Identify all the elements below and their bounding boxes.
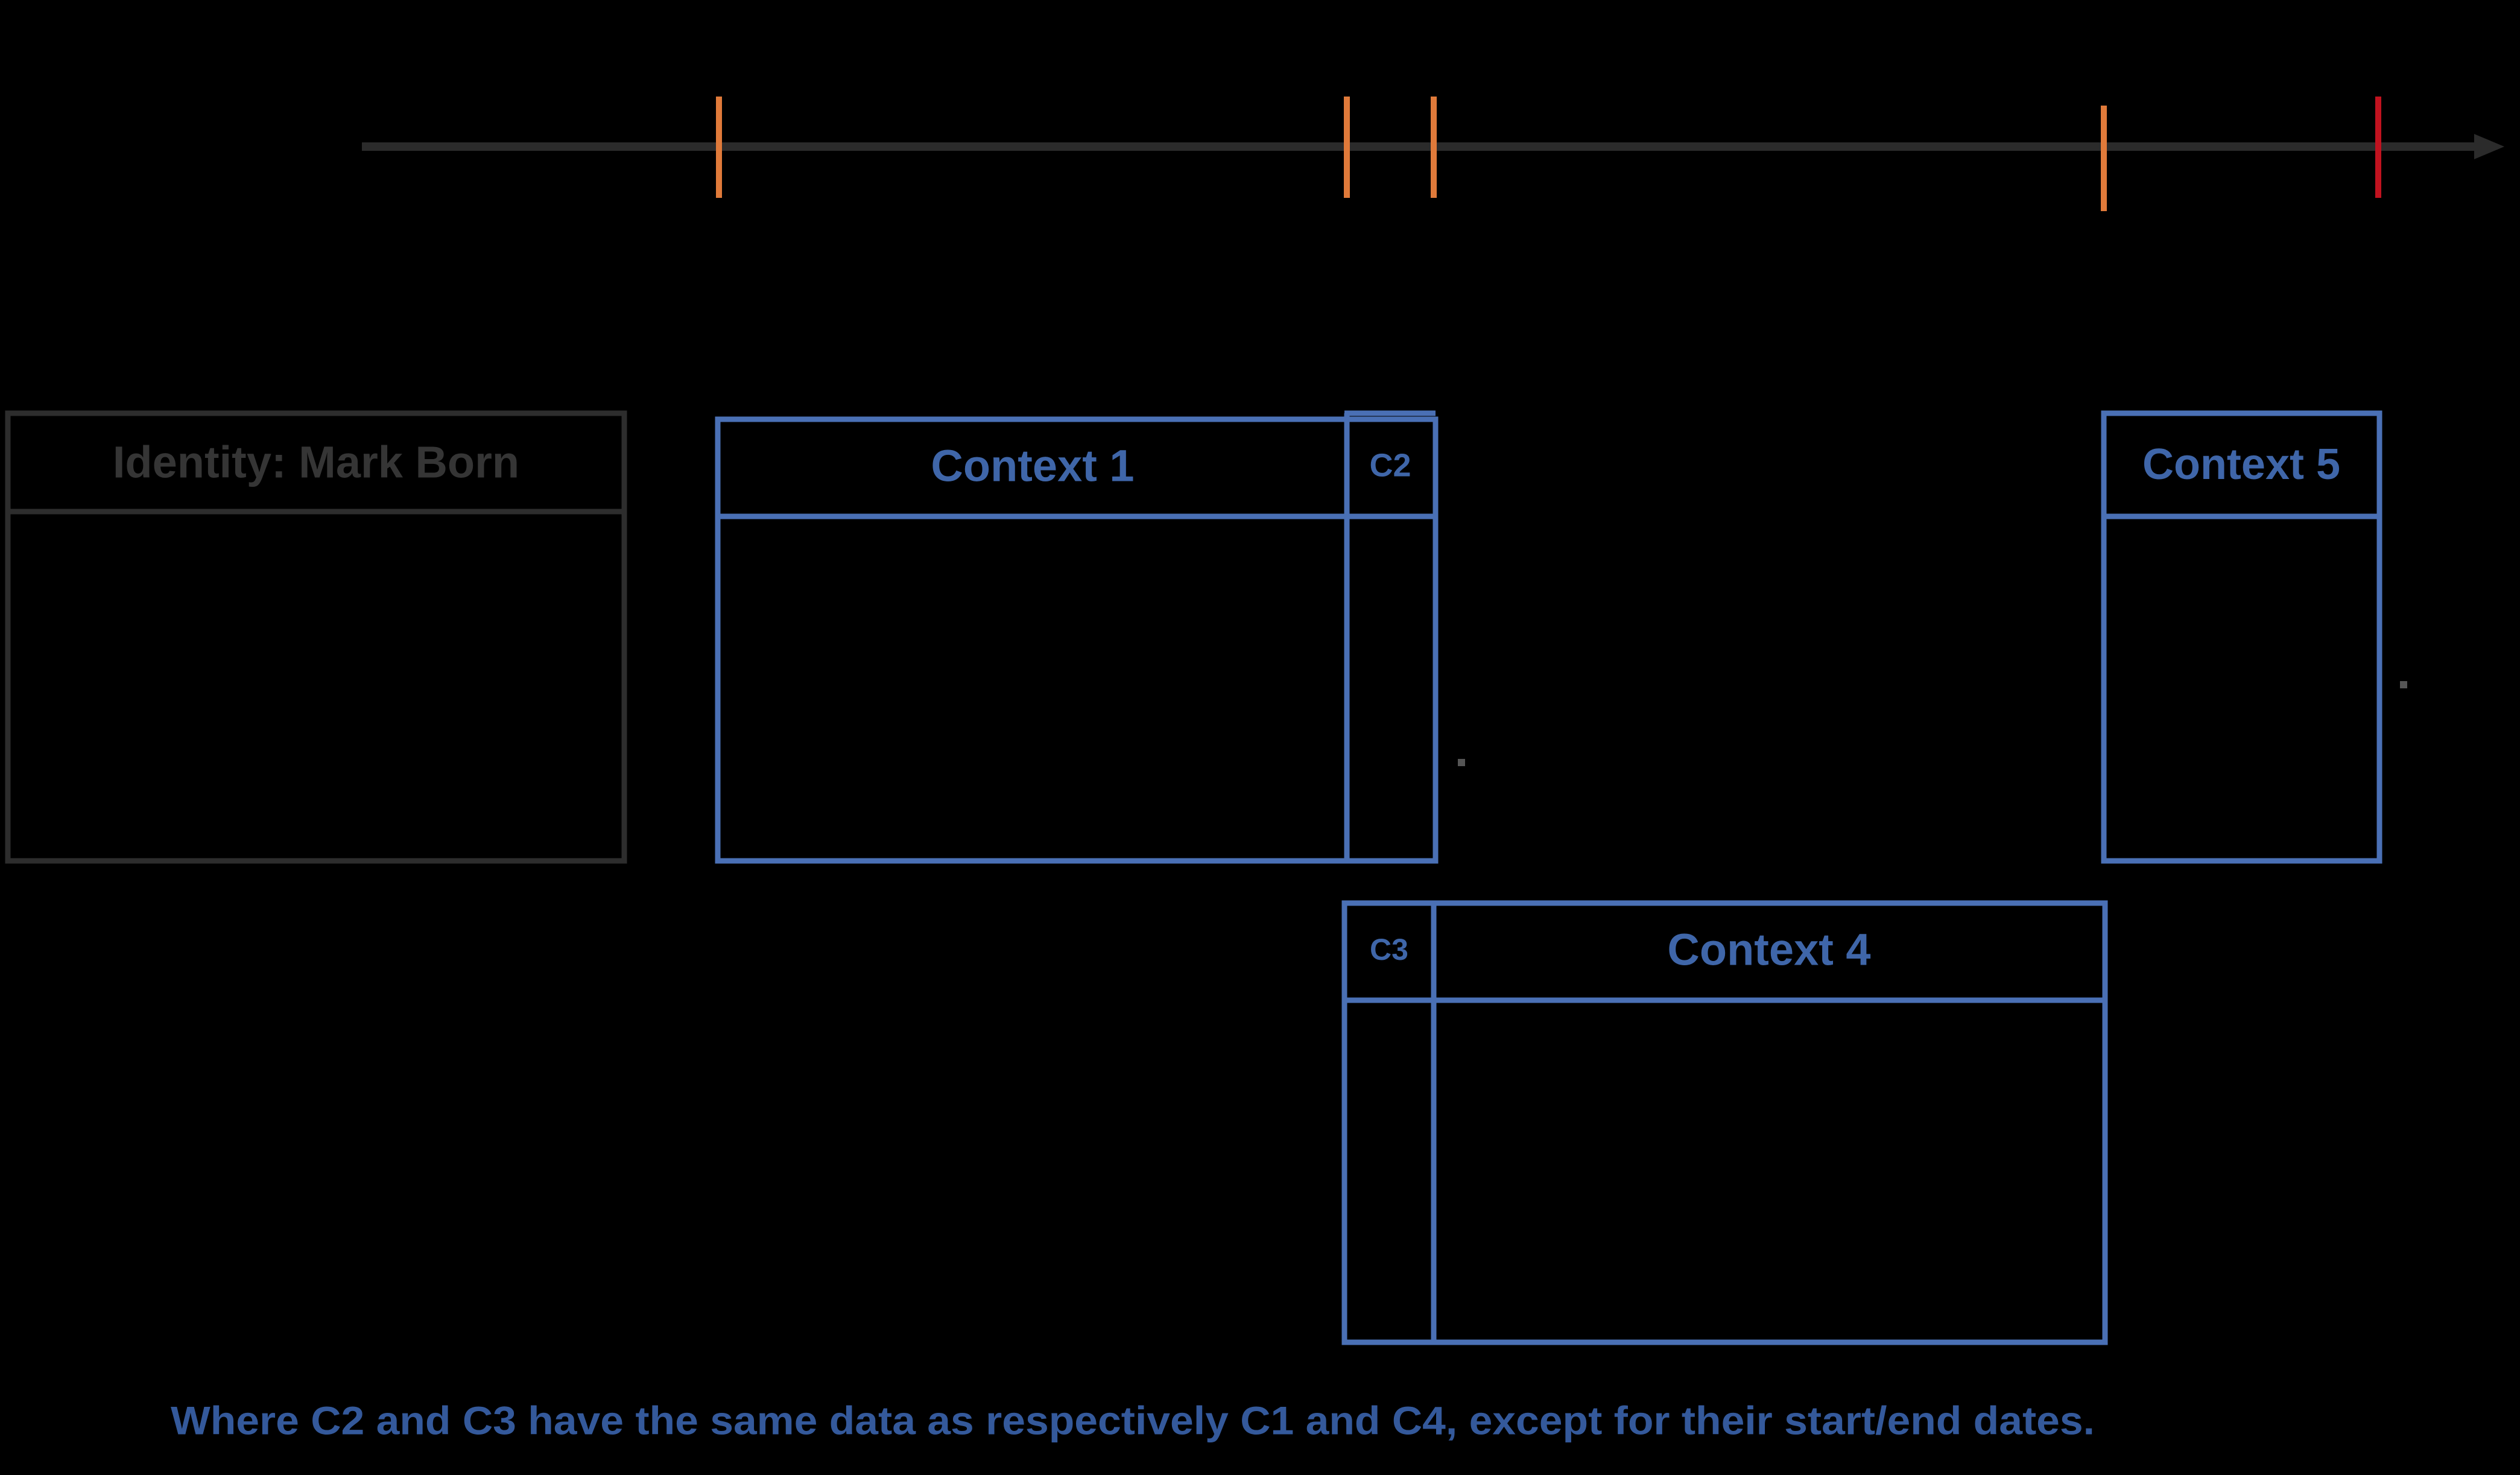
context-4-title: Context 4 — [1667, 925, 1870, 975]
stray-dot-1 — [1458, 759, 1465, 766]
identity-box: Identity: Mark Born — [5, 410, 627, 864]
c3-title: C3 — [1370, 933, 1408, 966]
context-5-box: Context 5 — [2101, 410, 2382, 864]
context-1-box: Context 1 C2 — [715, 410, 1439, 864]
context-1-frame — [715, 416, 1439, 864]
footnote: Where C2 and C3 have the same data as re… — [171, 1398, 2095, 1442]
context-5-frame — [2101, 410, 2382, 864]
context-5-title: Context 5 — [2142, 440, 2340, 489]
identity-box-frame — [5, 410, 627, 864]
stray-dot-2 — [2400, 681, 2407, 688]
context-4-frame — [1341, 900, 2108, 1345]
c2-title: C2 — [1369, 447, 1411, 483]
timeline — [362, 97, 2504, 211]
context-4-box: C3 Context 4 — [1341, 900, 2108, 1345]
context-1-title: Context 1 — [931, 441, 1134, 491]
identity-box-title: Identity: Mark Born — [113, 437, 519, 487]
timeline-arrowhead — [2474, 134, 2504, 159]
